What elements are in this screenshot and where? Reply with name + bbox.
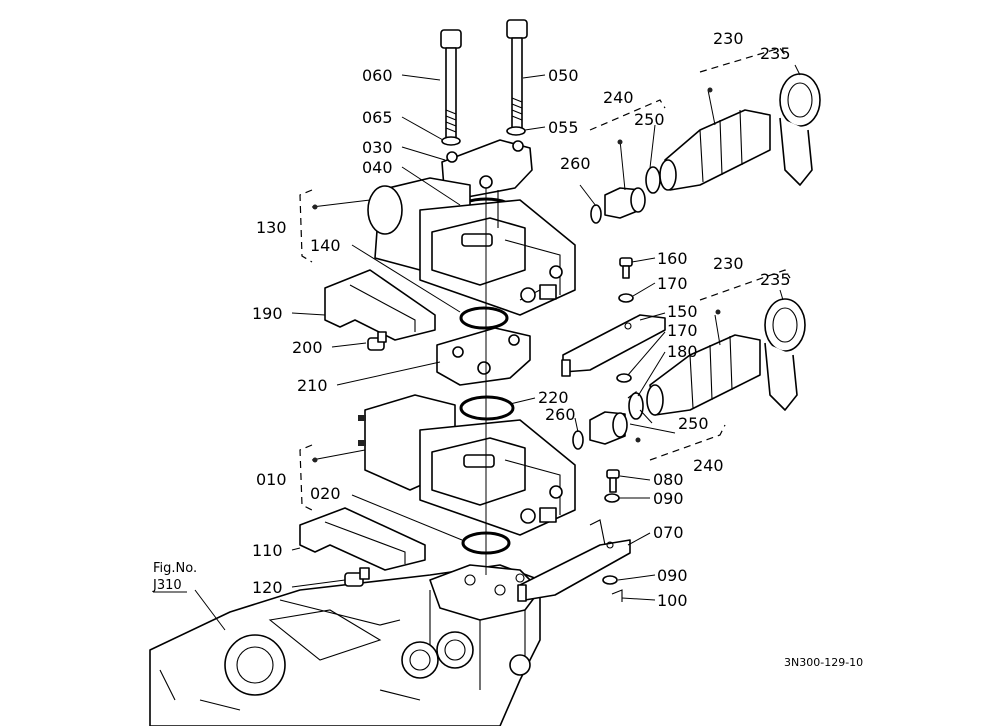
dust-cap-235-lower <box>764 298 806 352</box>
group-bracket-240-lower <box>649 424 726 461</box>
coupler-set-lower <box>572 298 806 450</box>
label-170-lower: 170 <box>667 321 698 340</box>
label-055: 055 <box>548 118 579 137</box>
label-240-upper: 240 <box>603 88 634 107</box>
pin-160 <box>619 257 633 279</box>
group-bracket-010 <box>299 444 313 511</box>
lever-150 <box>561 314 666 377</box>
label-180: 180 <box>667 342 698 361</box>
group-bracket-230-upper <box>699 47 786 73</box>
label-250-lower: 250 <box>678 414 709 433</box>
figure-ref-label: Fig.No. <box>153 561 197 576</box>
o-ring-140 <box>459 306 509 330</box>
label-260-upper: 260 <box>560 154 591 173</box>
label-250-upper: 250 <box>634 110 665 129</box>
coupler-set-upper <box>590 73 821 224</box>
group-bracket-230-lower <box>699 269 791 301</box>
label-210: 210 <box>297 376 328 395</box>
drawing-code: 3N300-129-10 <box>784 656 863 669</box>
plug-120 <box>344 567 370 587</box>
label-230-upper: 230 <box>713 29 744 48</box>
label-090-upper: 090 <box>653 489 684 508</box>
o-ring-250-upper <box>645 166 661 194</box>
label-120: 120 <box>252 578 283 597</box>
o-ring-220 <box>459 395 515 421</box>
plug-200 <box>367 331 387 351</box>
washer-090-lower <box>602 575 618 585</box>
label-140: 140 <box>310 236 341 255</box>
valve-section-010 <box>358 394 576 536</box>
dust-cap-235-upper <box>779 73 821 127</box>
bolt-060 <box>440 29 462 139</box>
washer-090-upper <box>604 493 620 503</box>
base-housing <box>149 564 541 726</box>
bolt-050 <box>506 19 528 129</box>
washer-170-lower <box>616 373 632 383</box>
label-260-lower: 260 <box>545 405 576 424</box>
valve-section-130 <box>367 177 576 316</box>
label-060: 060 <box>362 66 393 85</box>
group-bracket-130 <box>299 189 313 263</box>
label-110: 110 <box>252 541 283 560</box>
label-160: 160 <box>657 249 688 268</box>
label-235-upper: 235 <box>760 44 791 63</box>
leader-lines <box>194 64 801 631</box>
pin-080 <box>606 469 620 493</box>
o-ring-260-upper <box>590 204 602 224</box>
label-220: 220 <box>538 388 569 407</box>
washer-065 <box>441 136 461 146</box>
label-090-lower: 090 <box>657 566 688 585</box>
label-200: 200 <box>292 338 323 357</box>
label-065: 065 <box>362 108 393 127</box>
label-040: 040 <box>362 158 393 177</box>
washer-055 <box>506 126 526 136</box>
pin-100 <box>611 589 623 602</box>
o-ring-260-lower <box>572 430 584 450</box>
group-bracket-240-upper <box>589 99 666 131</box>
label-030: 030 <box>362 138 393 157</box>
figure-ref-number: J310 <box>152 578 182 593</box>
label-010: 010 <box>256 470 287 489</box>
bracket-110 <box>299 507 426 571</box>
label-240-lower: 240 <box>693 456 724 475</box>
label-170-upper: 170 <box>657 274 688 293</box>
label-080: 080 <box>653 470 684 489</box>
label-150: 150 <box>667 302 698 321</box>
label-100: 100 <box>657 591 688 610</box>
o-ring-250-lower <box>628 392 644 420</box>
label-190: 190 <box>252 304 283 323</box>
bracket-190 <box>324 269 436 341</box>
label-050: 050 <box>548 66 579 85</box>
plate-210 <box>436 327 531 386</box>
label-130: 130 <box>256 218 287 237</box>
lever-070 <box>517 519 631 602</box>
label-020: 020 <box>310 484 341 503</box>
label-230-lower: 230 <box>713 254 744 273</box>
label-235-lower: 235 <box>760 270 791 289</box>
label-070: 070 <box>653 523 684 542</box>
washer-170-upper <box>618 293 634 303</box>
